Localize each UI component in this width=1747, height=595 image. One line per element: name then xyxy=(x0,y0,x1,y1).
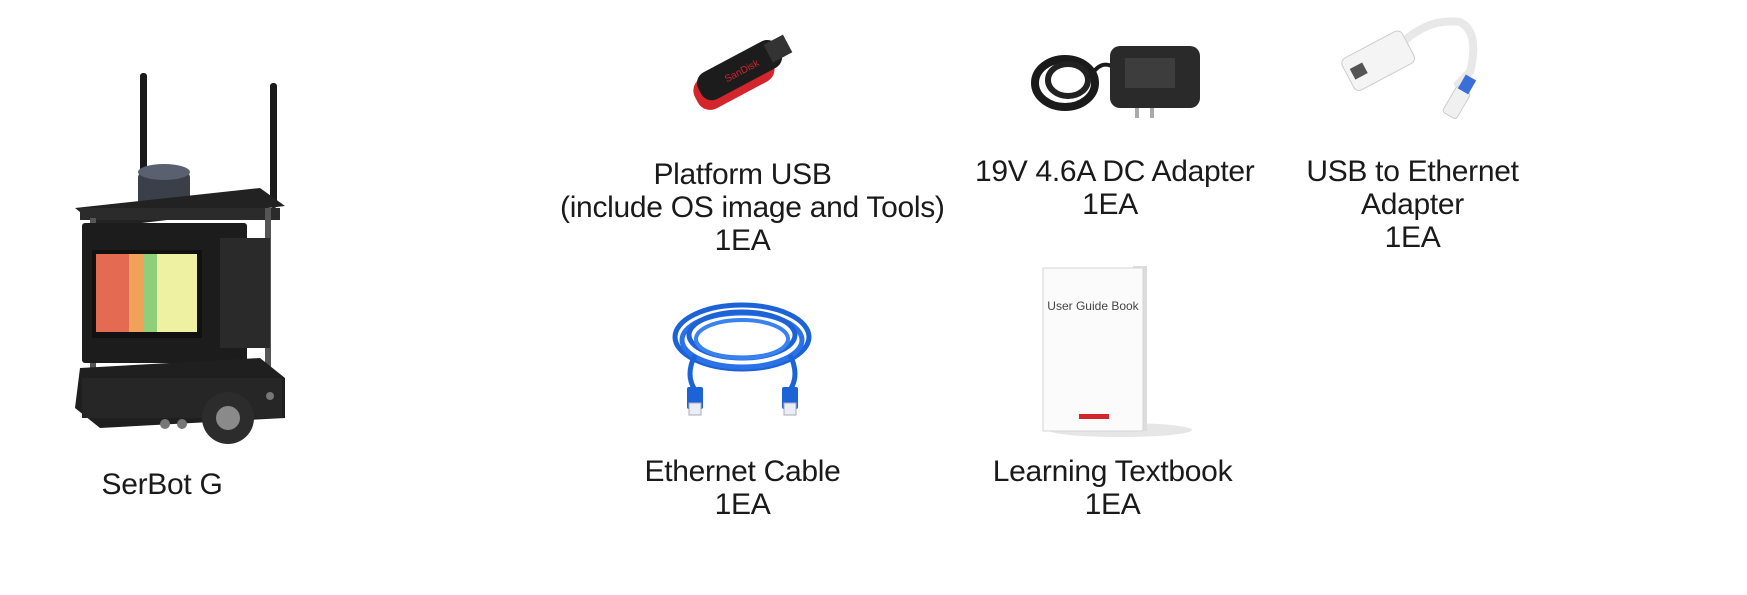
dc-adapter-caption: 19V 4.6A DC Adapter 1EA xyxy=(975,155,1255,221)
dc-adapter-qty: 1EA xyxy=(1082,188,1138,221)
usb-ethernet-adapter-image xyxy=(1341,17,1478,119)
usb-ethernet-adapter-name-1: USB to Ethernet xyxy=(1306,155,1519,188)
usb-ethernet-adapter-qty: 1EA xyxy=(1384,221,1441,254)
usb-qty: 1EA xyxy=(714,224,771,257)
textbook-qty: 1EA xyxy=(1084,488,1141,521)
usb-desc: (include OS image and Tools) xyxy=(560,191,945,224)
dc-adapter-name: 19V 4.6A DC Adapter xyxy=(975,155,1255,188)
usb-ethernet-adapter-caption: USB to Ethernet Adapter 1EA xyxy=(1305,155,1520,254)
usb-drive-image: SanDisk xyxy=(693,34,793,110)
ethernet-cable-qty: 1EA xyxy=(714,488,771,521)
dc-adapter-image xyxy=(1031,46,1200,118)
textbook-cover-title: User Guide Book xyxy=(1047,299,1139,313)
serbot-caption: SerBot G xyxy=(92,468,232,501)
textbook-caption: Learning Textbook 1EA xyxy=(990,455,1235,521)
serbot-robot-image xyxy=(75,73,285,444)
serbot-name: SerBot G xyxy=(101,468,223,501)
ethernet-cable-caption: Ethernet Cable 1EA xyxy=(640,455,845,521)
textbook-image: User Guide Book xyxy=(1042,266,1192,437)
usb-name: Platform USB xyxy=(653,158,832,191)
ethernet-cable-image xyxy=(672,302,812,416)
textbook-name: Learning Textbook xyxy=(992,455,1233,488)
usb-caption: Platform USB (include OS image and Tools… xyxy=(560,158,945,257)
ethernet-cable-name: Ethernet Cable xyxy=(644,455,841,488)
usb-ethernet-adapter-name-2: Adapter xyxy=(1361,188,1464,221)
